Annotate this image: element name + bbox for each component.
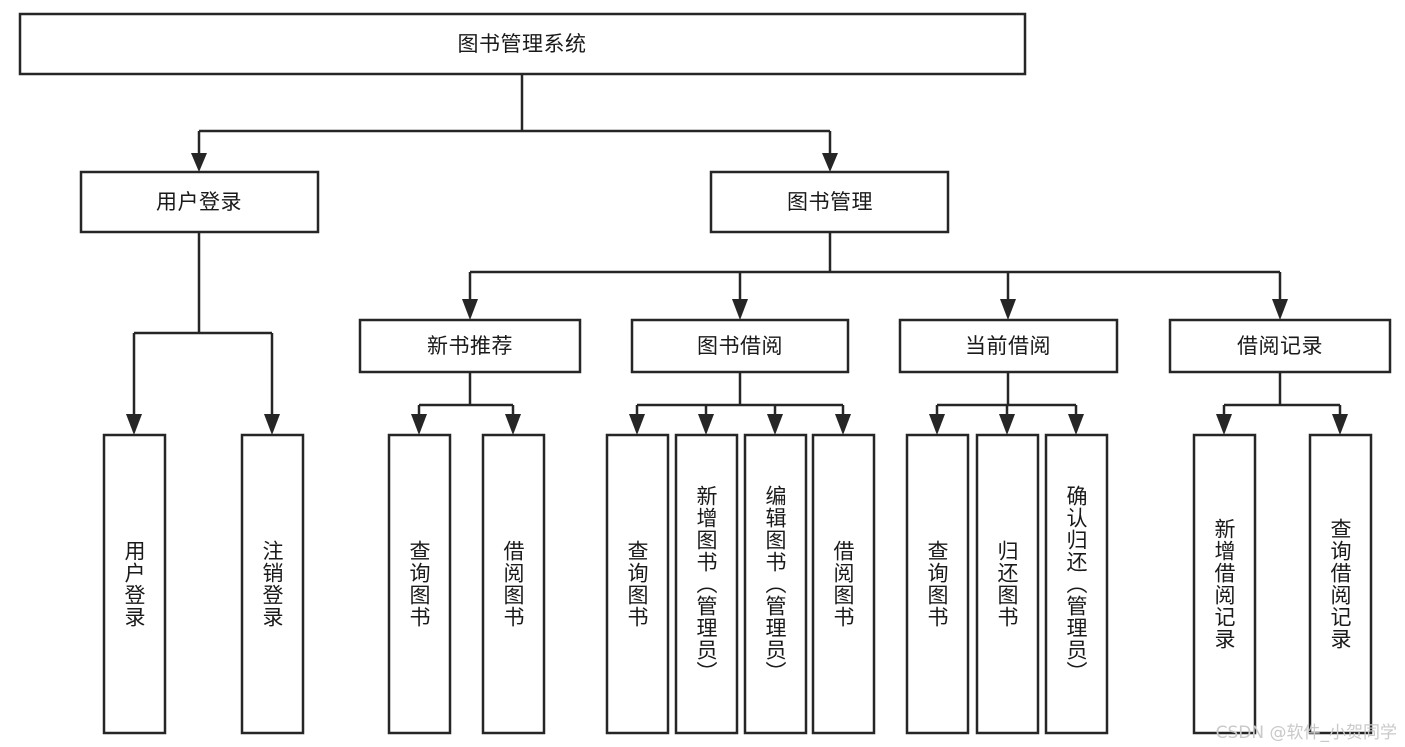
- node-book-borrow-label: 图书借阅: [697, 334, 783, 358]
- node-book-manage-box[interactable]: [709, 170, 950, 234]
- arrowhead-leaf-query-book-2: [629, 414, 645, 435]
- node-leaf-confirm-return-admin-box[interactable]: [1044, 433, 1109, 735]
- node-leaf-add-book-admin[interactable]: 新增图书（管理员）: [674, 433, 739, 735]
- connector-group-user-login: [126, 232, 280, 435]
- node-current-borrow-label: 当前借阅: [965, 334, 1051, 358]
- arrowhead-user-login: [191, 153, 207, 172]
- node-leaf-return-book-box[interactable]: [975, 433, 1040, 735]
- node-leaf-edit-book-admin[interactable]: 编辑图书（管理员）: [743, 433, 808, 735]
- node-current-borrow[interactable]: 当前借阅: [898, 318, 1119, 374]
- connector-group-new-book-rec: [411, 372, 521, 435]
- node-leaf-add-borrow-record-label: 新增借阅记录: [1212, 518, 1236, 650]
- node-book-borrow[interactable]: 图书借阅: [630, 318, 850, 374]
- node-current-borrow-box[interactable]: [898, 318, 1119, 374]
- node-leaf-edit-book-admin-label: 编辑图书（管理员）: [763, 485, 787, 683]
- node-leaf-query-book-1-label: 查询图书: [407, 540, 431, 628]
- node-leaf-borrow-book-1[interactable]: 借阅图书: [481, 433, 546, 735]
- arrowhead-leaf-add-borrow-record: [1216, 414, 1232, 435]
- node-leaf-logout-label: 注销登录: [260, 540, 284, 628]
- node-leaf-query-borrow-record[interactable]: 查询借阅记录: [1308, 433, 1373, 735]
- node-user-login-box[interactable]: [79, 170, 320, 234]
- arrowhead-leaf-user-login: [126, 414, 142, 435]
- arrowhead-leaf-query-borrow-record: [1332, 414, 1348, 435]
- node-leaf-borrow-book-2-label: 借阅图书: [831, 540, 855, 628]
- connector-group-book-manage: [462, 232, 1288, 320]
- node-leaf-add-borrow-record[interactable]: 新增借阅记录: [1192, 433, 1257, 735]
- node-leaf-logout[interactable]: 注销登录: [240, 433, 305, 735]
- node-book-manage-label: 图书管理: [787, 190, 873, 214]
- node-leaf-borrow-book-2[interactable]: 借阅图书: [811, 433, 876, 735]
- connector-group-borrow-record: [1216, 372, 1348, 435]
- node-leaf-query-book-2-label: 查询图书: [625, 540, 649, 628]
- node-user-login[interactable]: 用户登录: [79, 170, 320, 234]
- node-leaf-query-book-3[interactable]: 查询图书: [905, 433, 970, 735]
- node-new-book-rec[interactable]: 新书推荐: [358, 318, 582, 374]
- node-leaf-add-book-admin-label: 新增图书（管理员）: [694, 485, 718, 683]
- node-leaf-add-book-admin-box[interactable]: [674, 433, 739, 735]
- node-leaf-return-book-label: 归还图书: [995, 540, 1019, 628]
- node-leaf-confirm-return-admin[interactable]: 确认归还（管理员）: [1044, 433, 1109, 735]
- connector-group-root: [191, 74, 838, 172]
- connector-group-current-borrow: [929, 372, 1084, 435]
- node-leaf-user-login-label: 用户登录: [122, 540, 146, 628]
- node-root-label: 图书管理系统: [458, 32, 587, 56]
- node-leaf-edit-book-admin-box[interactable]: [743, 433, 808, 735]
- arrowhead-leaf-confirm-return: [1068, 414, 1084, 435]
- node-leaf-borrow-book-1-label: 借阅图书: [501, 540, 525, 628]
- node-user-login-label: 用户登录: [156, 190, 242, 214]
- node-leaf-user-login-box[interactable]: [102, 433, 167, 735]
- node-leaf-query-book-3-box[interactable]: [905, 433, 970, 735]
- arrowhead-leaf-return-book: [999, 414, 1015, 435]
- node-leaf-confirm-return-admin-label: 确认归还（管理员）: [1064, 485, 1088, 683]
- arrowhead-current-borrow: [1000, 299, 1016, 320]
- node-leaf-query-borrow-record-label: 查询借阅记录: [1328, 518, 1352, 650]
- arrowhead-leaf-borrow-book-2: [835, 414, 851, 435]
- node-leaf-user-login[interactable]: 用户登录: [102, 433, 167, 735]
- node-leaf-borrow-book-1-box[interactable]: [481, 433, 546, 735]
- arrowhead-leaf-logout: [264, 414, 280, 435]
- node-root-box[interactable]: [18, 12, 1027, 76]
- arrowhead-leaf-add-book-admin: [698, 414, 714, 435]
- node-borrow-record-box[interactable]: [1168, 318, 1392, 374]
- node-root[interactable]: 图书管理系统: [18, 12, 1027, 76]
- arrowhead-book-manage: [822, 153, 838, 172]
- node-leaf-add-borrow-record-box[interactable]: [1192, 433, 1257, 735]
- node-leaf-query-book-1[interactable]: 查询图书: [387, 433, 452, 735]
- node-leaf-query-book-2-box[interactable]: [605, 433, 670, 735]
- node-book-borrow-box[interactable]: [630, 318, 850, 374]
- connector-group-book-borrow: [629, 372, 851, 435]
- node-leaf-query-book-3-label: 查询图书: [925, 540, 949, 628]
- arrowhead-leaf-borrow-book-1: [505, 414, 521, 435]
- node-leaf-logout-box[interactable]: [240, 433, 305, 735]
- node-leaf-query-book-1-box[interactable]: [387, 433, 452, 735]
- node-leaf-query-borrow-record-box[interactable]: [1308, 433, 1373, 735]
- node-leaf-query-book-2[interactable]: 查询图书: [605, 433, 670, 735]
- node-borrow-record[interactable]: 借阅记录: [1168, 318, 1392, 374]
- arrowhead-leaf-query-book-3: [929, 414, 945, 435]
- arrowhead-leaf-edit-book-admin: [767, 414, 783, 435]
- arrowhead-leaf-query-book-1: [411, 414, 427, 435]
- node-new-book-rec-box[interactable]: [358, 318, 582, 374]
- node-book-manage[interactable]: 图书管理: [709, 170, 950, 234]
- node-leaf-return-book[interactable]: 归还图书: [975, 433, 1040, 735]
- node-new-book-rec-label: 新书推荐: [427, 334, 513, 358]
- arrowhead-borrow-record: [1272, 299, 1288, 320]
- node-leaf-borrow-book-2-box[interactable]: [811, 433, 876, 735]
- arrowhead-new-book-rec: [462, 299, 478, 320]
- arrowhead-book-borrow: [732, 299, 748, 320]
- node-borrow-record-label: 借阅记录: [1237, 334, 1323, 358]
